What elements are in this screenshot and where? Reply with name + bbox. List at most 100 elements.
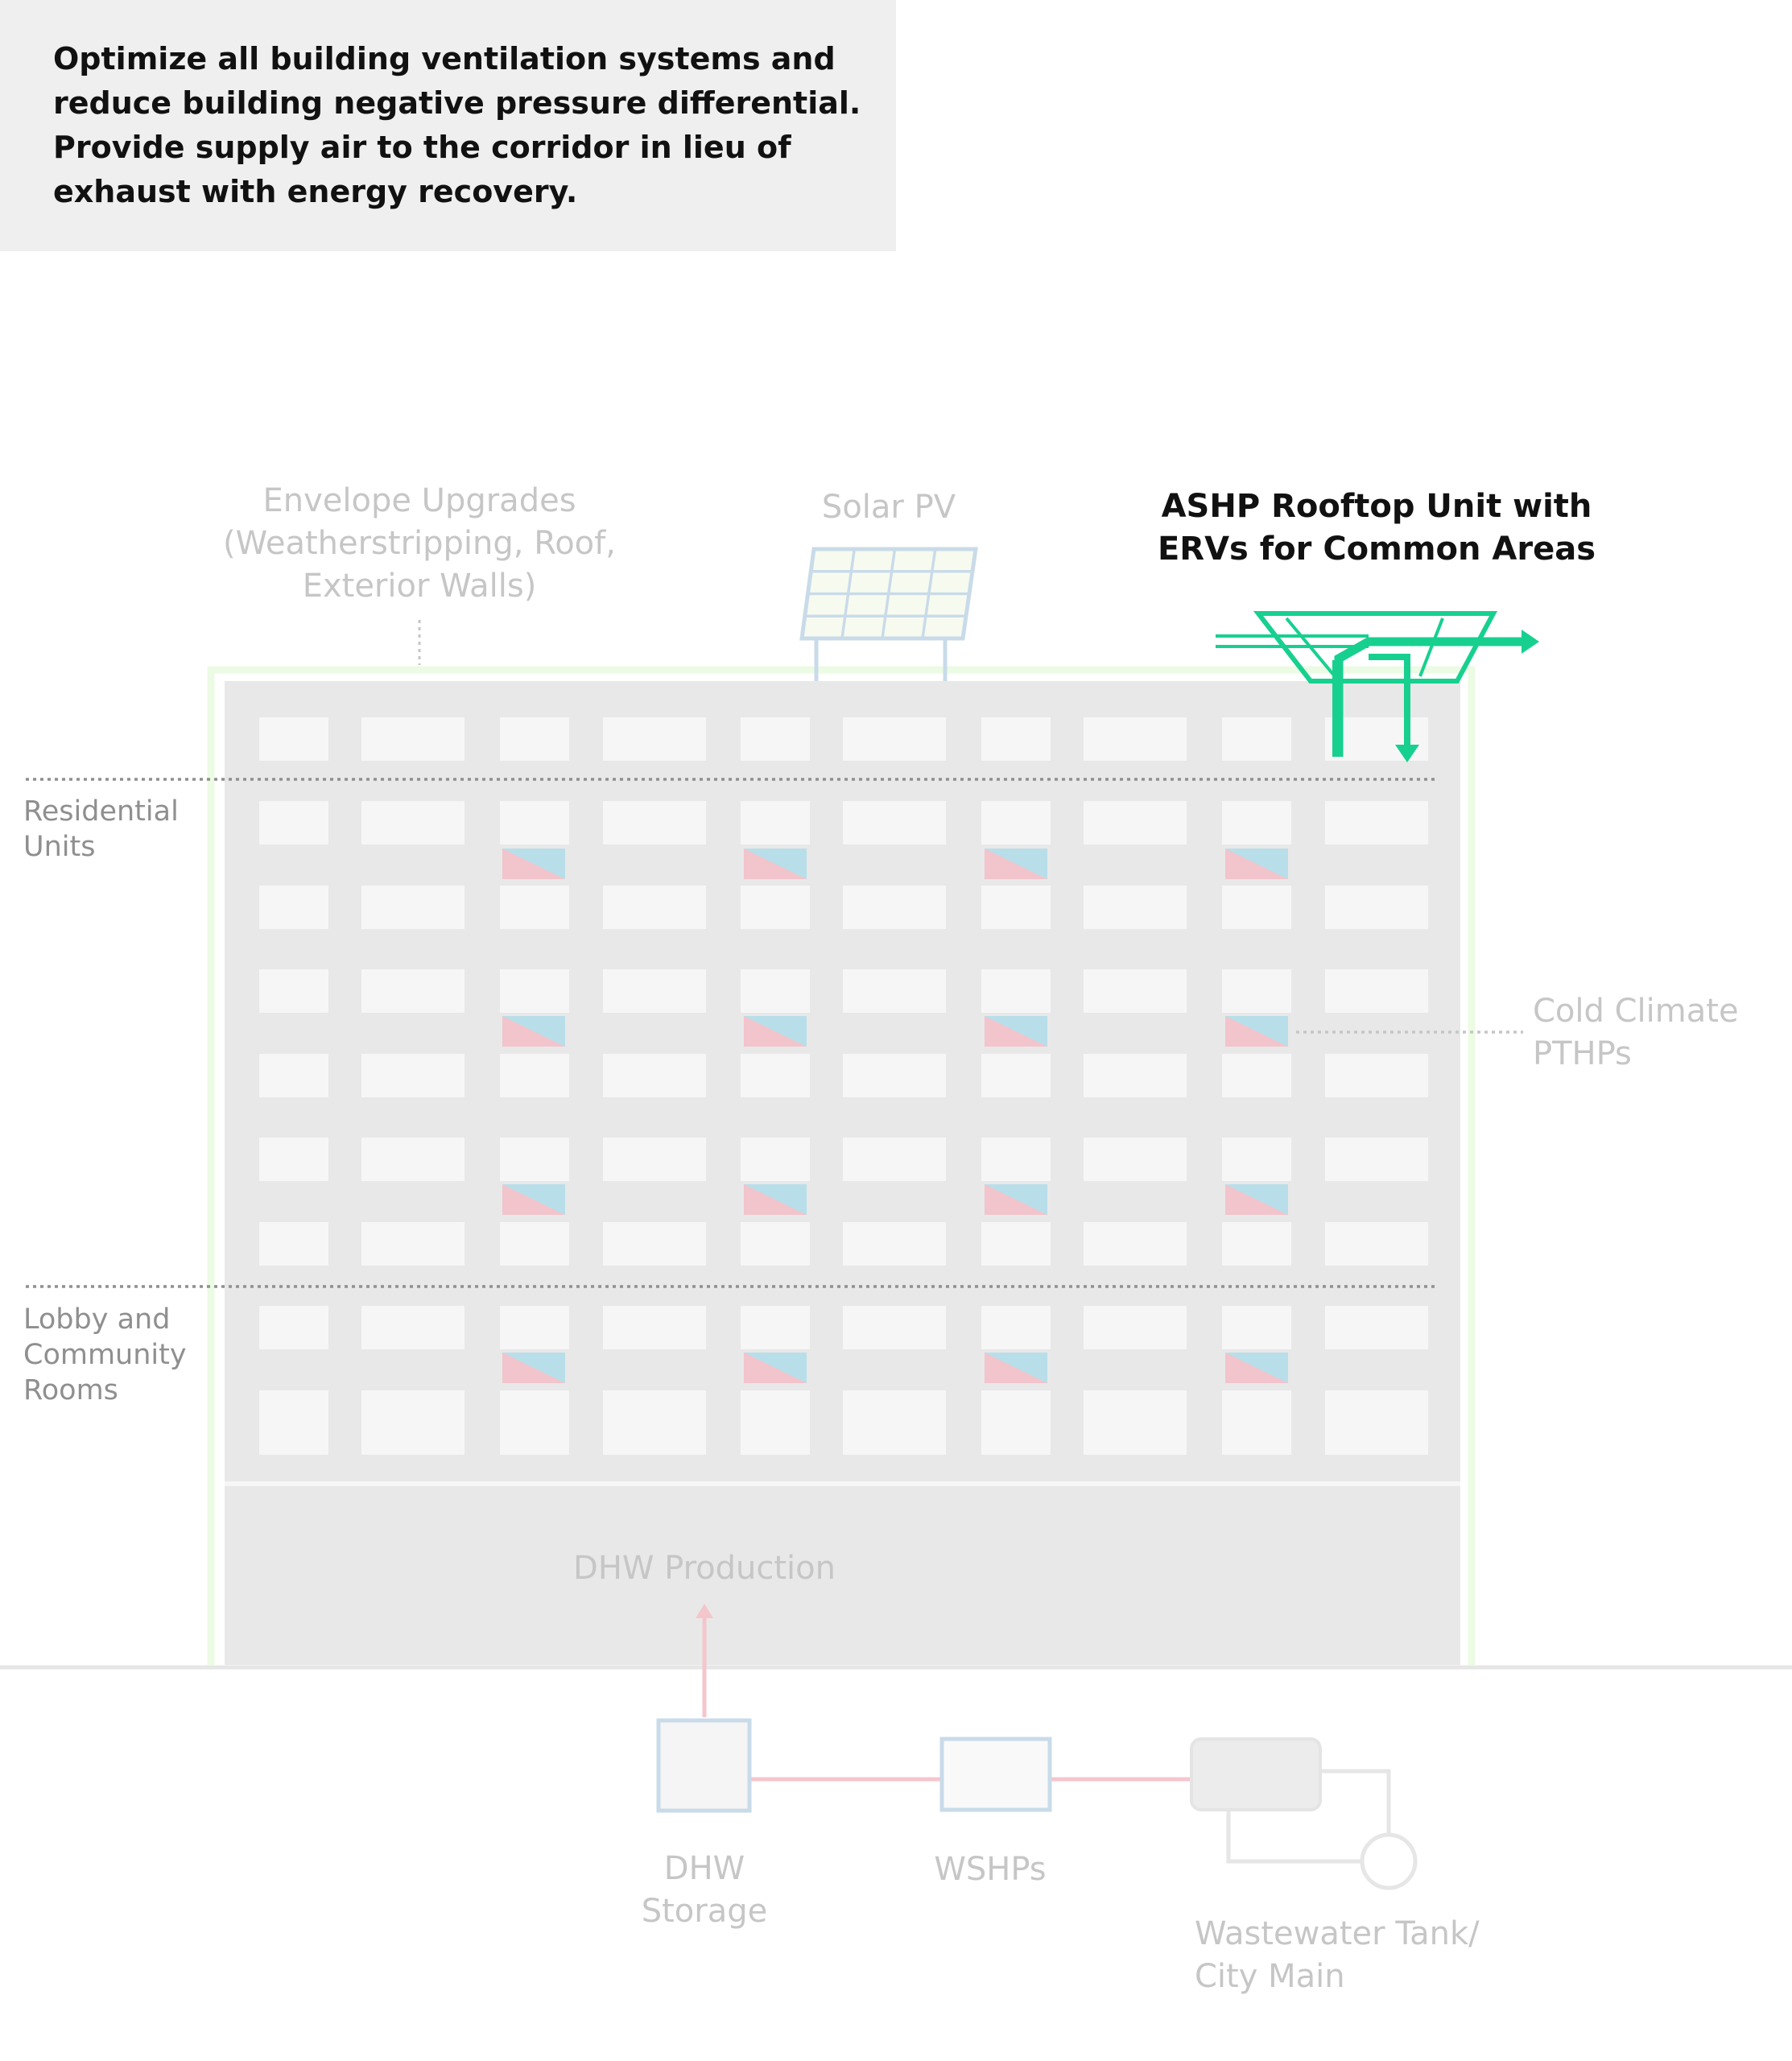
- label-line: DHW Production: [573, 1550, 836, 1587]
- window: [741, 969, 810, 1013]
- label-line: Rooms: [23, 1374, 118, 1406]
- window: [981, 1306, 1051, 1349]
- label-line: Units: [23, 831, 96, 863]
- window: [1325, 969, 1428, 1013]
- label-line: ASHP Rooftop Unit with: [1161, 488, 1592, 525]
- window: [603, 969, 706, 1013]
- callout-text: Optimize all building ventilation system…: [53, 37, 864, 214]
- wastewater-tank-box: [1190, 1737, 1322, 1811]
- window: [843, 969, 946, 1013]
- window: [1325, 1222, 1428, 1266]
- label-line: Storage: [641, 1893, 768, 1930]
- window: [981, 1138, 1051, 1181]
- residential-units-label: Residential Units: [23, 794, 217, 865]
- cold-climate-pthps-label: Cold Climate PTHPs: [1533, 990, 1774, 1076]
- window: [843, 1054, 946, 1097]
- window: [1084, 969, 1187, 1013]
- label-line: WSHPs: [934, 1851, 1047, 1888]
- window: [259, 886, 328, 929]
- dhw-storage-label: DHW Storage: [600, 1848, 809, 1933]
- window: [741, 801, 810, 845]
- wshps-box: [939, 1737, 1052, 1812]
- window: [361, 1306, 465, 1349]
- pthp-unit: [502, 849, 565, 879]
- window: [741, 1054, 810, 1097]
- window: [1222, 1222, 1291, 1266]
- window: [741, 1306, 810, 1349]
- label-line: Exterior Walls): [302, 568, 537, 605]
- window: [361, 1138, 465, 1181]
- dhw-storage-box: [656, 1718, 752, 1813]
- window: [259, 801, 328, 845]
- wastewater-label: Wastewater Tank/ City Main: [1195, 1913, 1597, 1998]
- window: [603, 801, 706, 845]
- window: [1325, 886, 1428, 929]
- window: [1222, 717, 1291, 761]
- window: [603, 717, 706, 761]
- window: [1084, 1054, 1187, 1097]
- callout-line: reduce building negative pressure differ…: [53, 85, 861, 121]
- window: [603, 886, 706, 929]
- window: [981, 1222, 1051, 1266]
- window: [259, 1222, 328, 1266]
- label-line: Solar PV: [821, 489, 956, 526]
- window: [843, 1138, 946, 1181]
- window: [981, 1054, 1051, 1097]
- description-callout: Optimize all building ventilation system…: [0, 0, 896, 251]
- window: [1084, 1306, 1187, 1349]
- window: [1222, 1390, 1291, 1455]
- window: [1222, 1138, 1291, 1181]
- label-line: Residential: [23, 795, 179, 828]
- window: [259, 969, 328, 1013]
- callout-line: Optimize all building ventilation system…: [53, 41, 836, 76]
- city-main-circle: [1360, 1832, 1418, 1890]
- window: [500, 801, 569, 845]
- dhw-production-label: DHW Production: [515, 1547, 894, 1590]
- window: [1222, 801, 1291, 845]
- pthp-unit: [744, 1016, 807, 1047]
- window: [1325, 1138, 1428, 1181]
- pthp-unit: [744, 849, 807, 879]
- pthp-unit: [985, 849, 1047, 879]
- envelope-outline: [207, 666, 1476, 1665]
- window: [603, 1390, 706, 1455]
- wshps-label: WSHPs: [877, 1848, 1103, 1891]
- window: [843, 1306, 946, 1349]
- pthp-unit: [985, 1016, 1047, 1047]
- lobby-community-label: Lobby and Community Rooms: [23, 1302, 217, 1408]
- window: [1222, 886, 1291, 929]
- window: [843, 886, 946, 929]
- callout-line: Provide supply air to the corridor in li…: [53, 130, 791, 165]
- window: [500, 717, 569, 761]
- window: [1222, 1306, 1291, 1349]
- window: [843, 717, 946, 761]
- window: [500, 1222, 569, 1266]
- label-line: Community: [23, 1339, 187, 1371]
- window: [361, 1390, 465, 1455]
- pthp-unit: [1225, 1353, 1288, 1383]
- pthp-unit: [1225, 849, 1288, 879]
- window: [259, 1390, 328, 1455]
- pthp-unit: [502, 1184, 565, 1215]
- window: [1084, 717, 1187, 761]
- label-line: Wastewater Tank/: [1195, 1915, 1480, 1952]
- window: [741, 717, 810, 761]
- window: [741, 886, 810, 929]
- window: [500, 1390, 569, 1455]
- pthp-unit: [744, 1184, 807, 1215]
- window: [741, 1222, 810, 1266]
- window: [981, 717, 1051, 761]
- label-line: PTHPs: [1533, 1035, 1632, 1072]
- pthp-unit: [985, 1184, 1047, 1215]
- window: [361, 969, 465, 1013]
- pthp-unit: [985, 1353, 1047, 1383]
- window: [603, 1222, 706, 1266]
- window: [1325, 801, 1428, 845]
- label-line: City Main: [1195, 1958, 1345, 1995]
- ashp-rooftop-unit-icon: [1216, 611, 1539, 762]
- window: [1325, 1306, 1428, 1349]
- window: [603, 1054, 706, 1097]
- label-line: ERVs for Common Areas: [1157, 531, 1596, 568]
- window: [500, 886, 569, 929]
- label-line: Cold Climate: [1533, 993, 1739, 1030]
